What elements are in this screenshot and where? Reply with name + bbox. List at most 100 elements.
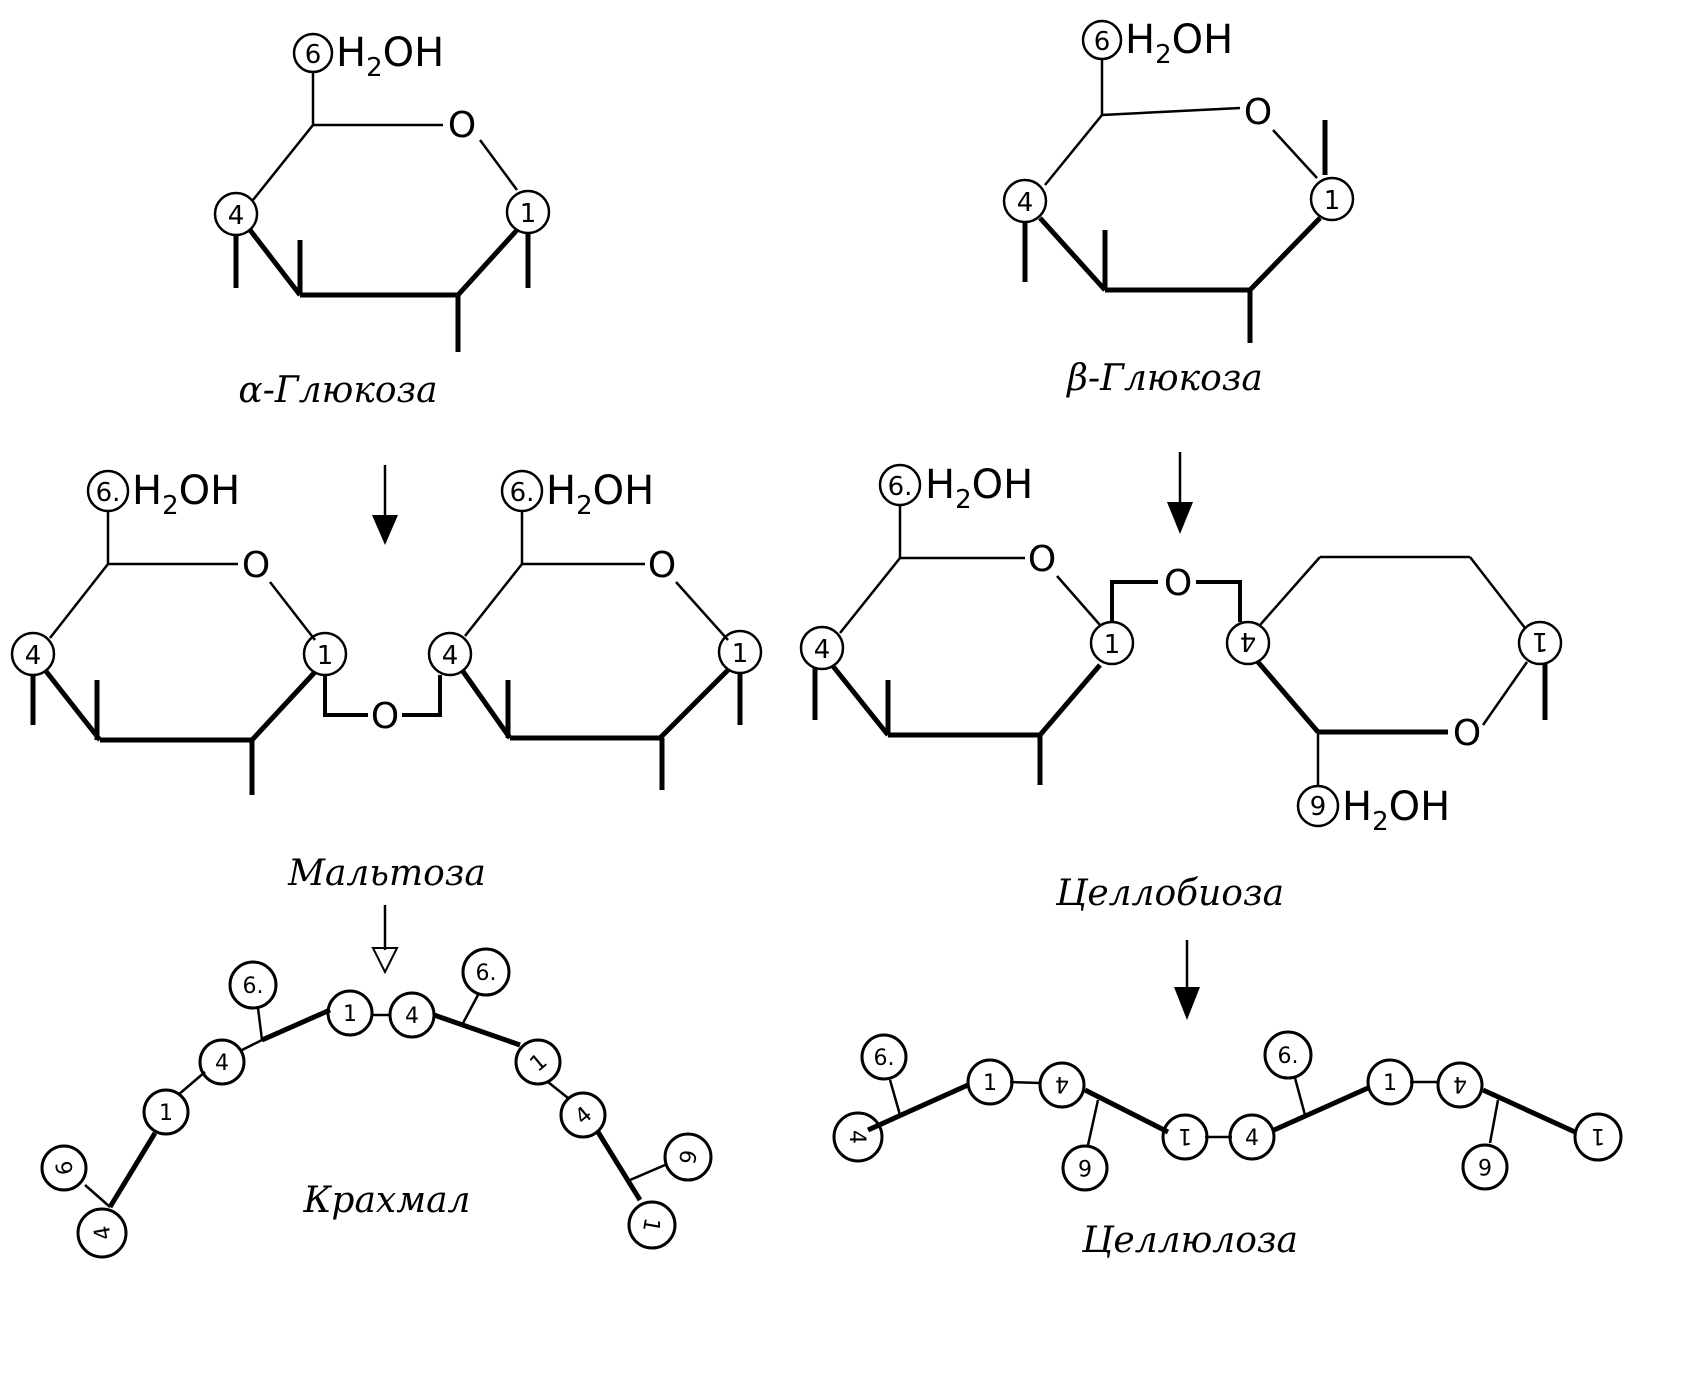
carbon-6-marker — [40, 1144, 88, 1192]
carbon-4-number: 4 — [215, 1051, 229, 1076]
carbon-4-number: 4 — [571, 1102, 598, 1130]
carbon-1-number: 1 — [1104, 630, 1121, 660]
ch2oh-group: H2OH — [1342, 784, 1450, 837]
carbon-4-marker — [799, 625, 845, 671]
carbon-1-number: 1 — [637, 1216, 664, 1234]
ring-oxygen: O — [1244, 92, 1272, 133]
ring-oxygen: O — [242, 545, 270, 586]
carbon-6-number: 6 — [1478, 1153, 1492, 1178]
carbon-4-number: 4 — [442, 641, 459, 671]
carbon-6-marker — [1296, 784, 1340, 828]
cellobiose-label: Целлобиоза — [1055, 873, 1284, 914]
carbon-4-marker — [198, 1038, 246, 1086]
alpha-glucose-label: α-Глюкоза — [238, 370, 437, 411]
carbon-4-marker — [427, 631, 473, 677]
carbon-6-marker — [1061, 1144, 1109, 1192]
carbon-6-number: 6 — [52, 1159, 79, 1177]
carbon-1-marker — [326, 989, 374, 1037]
cellulose-label: Целлюлоза — [1081, 1220, 1298, 1261]
carbon-6-number: 6 — [1094, 27, 1111, 57]
carbon-6-marker — [1263, 1030, 1313, 1080]
carbon-4-number: 4 — [1017, 188, 1034, 218]
glycosidic-oxygen: O — [371, 696, 399, 737]
carbon-1-marker — [1573, 1112, 1623, 1162]
carbon-4-marker — [832, 1111, 884, 1163]
carbon-1-marker — [1309, 176, 1355, 222]
ch2oh-group: H2OH — [132, 468, 240, 521]
arrow-to-cellulose — [1174, 940, 1200, 1020]
starch-label: Крахмал — [303, 1180, 471, 1221]
carbon-6-marker — [228, 960, 278, 1010]
carbon-1-marker — [1366, 1058, 1414, 1106]
beta-glucose-structure: 6 H2OH O 4 1 — [1002, 17, 1355, 343]
carbon-4-marker — [388, 991, 436, 1039]
carbon-4-number: 4 — [814, 635, 831, 665]
carbon-1-marker — [1517, 620, 1563, 666]
ring-oxygen: O — [648, 545, 676, 586]
carbon-6-number: 6 — [305, 40, 322, 70]
carbon-4-number: 4 — [1453, 1071, 1467, 1096]
carbon-1-marker — [627, 1200, 677, 1250]
beta-glucose-label: β-Глюкоза — [1065, 358, 1263, 399]
carbon-6-number: 6. — [510, 478, 535, 508]
arrow-to-cellobiose — [1167, 452, 1193, 534]
carbon-4-number: 4 — [1055, 1071, 1069, 1096]
carbon-6-number: 6. — [874, 1046, 895, 1071]
starch-chain: 4 6 1 4 6. 1 4 6. 1 4 6 1 — [40, 947, 713, 1259]
carbon-6-number: 6. — [96, 478, 121, 508]
carbon-1-marker — [142, 1088, 190, 1136]
ring-oxygen: O — [1453, 713, 1481, 754]
carbon-1-number: 1 — [1178, 1123, 1192, 1148]
carbon-4-number: 4 — [90, 1224, 117, 1242]
cellobiose-structure: 6. H2OH O 4 1 O 4 1 O 6 H — [799, 462, 1563, 837]
ch2oh-group: H2OH — [336, 30, 444, 83]
carbon-4-number: 4 — [844, 1130, 869, 1144]
carbon-1-number: 1 — [1383, 1071, 1397, 1096]
ring-oxygen: O — [1028, 539, 1056, 580]
carbon-4-number: 4 — [405, 1004, 419, 1029]
carbon-4-marker — [1038, 1061, 1086, 1109]
carbon-6-marker — [1461, 1143, 1509, 1191]
carbon-6-number: 6. — [888, 472, 913, 502]
alpha-glucose-structure: 6 H2OH O 4 1 — [213, 30, 551, 352]
glycosidic-oxygen: O — [1164, 563, 1192, 604]
carbon-4-marker — [76, 1207, 128, 1259]
ch2oh-group: H2OH — [546, 468, 654, 521]
carbon-4-number: 4 — [25, 641, 42, 671]
ch2oh-group: H2OH — [1125, 17, 1233, 70]
carbon-6-number: 6. — [476, 961, 497, 986]
carbon-1-marker — [514, 1038, 562, 1086]
carbon-6-number: 6 — [1310, 789, 1327, 819]
carbon-4-number: 4 — [1240, 626, 1257, 656]
carbon-4-marker — [1228, 1113, 1276, 1161]
carbon-1-number: 1 — [343, 1002, 357, 1027]
carbon-1-marker — [1161, 1113, 1209, 1161]
carbon-1-marker — [966, 1058, 1014, 1106]
carbon-1-number: 1 — [1591, 1123, 1605, 1148]
carbon-6-marker — [663, 1132, 713, 1182]
carbon-6-number: 6 — [673, 1148, 700, 1166]
carbon-1-number: 1 — [1532, 626, 1549, 656]
carbon-1-number: 1 — [983, 1071, 997, 1096]
carbon-1-number: 1 — [526, 1049, 553, 1077]
carbon-4-marker — [1436, 1061, 1484, 1109]
carbon-6-marker — [860, 1033, 908, 1081]
carbon-4-marker — [1225, 620, 1271, 666]
carbon-4-marker — [559, 1091, 607, 1139]
carbon-6-number: 6. — [1278, 1044, 1299, 1069]
maltose-label: Мальтоза — [287, 853, 486, 894]
carbon-6-number: 6 — [1078, 1154, 1092, 1179]
carbon-1-number: 1 — [159, 1101, 173, 1126]
ch2oh-group: H2OH — [925, 462, 1033, 515]
ring-oxygen: O — [448, 105, 476, 146]
arrow-to-maltose — [372, 465, 398, 545]
carbon-1-number: 1 — [732, 639, 749, 669]
carbon-1-number: 1 — [520, 199, 537, 229]
carbon-6-number: 6. — [243, 974, 264, 999]
carbon-1-number: 1 — [317, 641, 334, 671]
maltose-structure: 6. H2OH O 4 1 O 6. H2OH O 4 1 — [10, 468, 763, 795]
cellulose-chain: 6. 4 1 4 6 1 4 6. 1 4 6 1 — [832, 1030, 1623, 1192]
carbon-4-number: 4 — [228, 201, 245, 231]
carbon-6-marker — [461, 947, 511, 997]
